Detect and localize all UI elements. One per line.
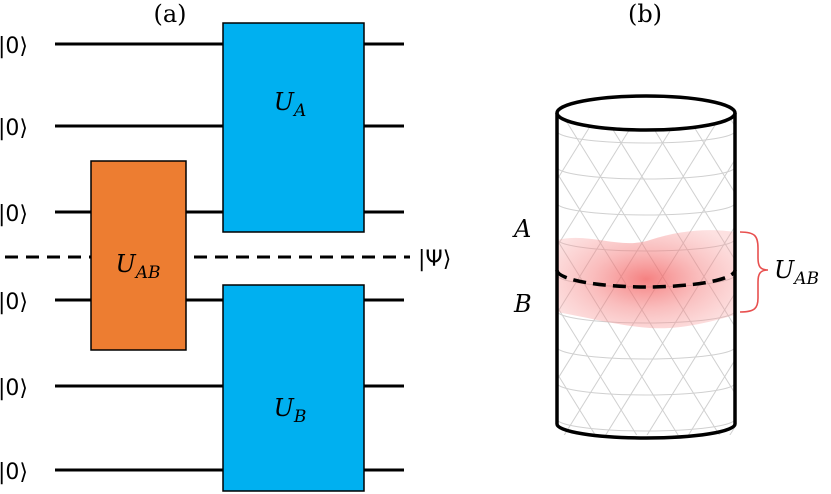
input-state-1: |0⟩ <box>0 34 28 59</box>
lattice-ring <box>557 166 735 180</box>
gate-ua: UA <box>222 22 365 233</box>
panel-a-label: (a) <box>153 0 186 28</box>
cylinder-bottom-rim <box>555 423 737 440</box>
panel-a: (a) |0⟩ |0⟩ |0⟩ |0⟩ |0⟩ |0⟩ |Ψ⟩ UAB <box>0 0 451 492</box>
lattice-ring <box>557 130 735 144</box>
input-state-2: |0⟩ <box>0 116 28 141</box>
lattice-line <box>646 292 735 435</box>
gate-ub-label: UB <box>274 394 307 427</box>
lattice-ring <box>557 346 735 360</box>
lattice-line <box>354 113 557 440</box>
lattice-line <box>684 113 735 194</box>
gate-uab-box <box>90 160 187 351</box>
gate-ub-box <box>222 284 365 492</box>
lattice-line <box>643 113 735 261</box>
gate-ub: UB <box>222 284 365 492</box>
input-state-6: |0⟩ <box>0 460 28 485</box>
panel-b: (b) A B UAB <box>354 0 819 440</box>
lattice-line <box>557 305 638 435</box>
lattice-line <box>687 359 735 435</box>
cylinder <box>555 94 737 440</box>
lattice-ring <box>557 382 735 396</box>
lattice-line <box>557 113 558 114</box>
gate-ua-label: UA <box>274 88 307 121</box>
input-state-5: |0⟩ <box>0 376 28 401</box>
input-states: |0⟩ |0⟩ |0⟩ |0⟩ |0⟩ |0⟩ <box>0 34 28 485</box>
entangling-region <box>557 230 735 329</box>
cylinder-top-rim <box>555 94 737 132</box>
panel-b-label: (b) <box>628 0 662 28</box>
region-a-label: A <box>512 215 531 243</box>
brace-label: UAB <box>774 256 819 289</box>
input-state-4: |0⟩ <box>0 290 28 315</box>
bipartition-cut <box>555 269 737 289</box>
gate-uab: UAB <box>90 160 187 351</box>
lattice-line <box>557 372 596 435</box>
lattice-ring <box>557 418 735 432</box>
lattice-line <box>557 113 599 181</box>
lattice-ring <box>557 202 735 216</box>
gate-uab-label: UAB <box>115 250 160 283</box>
brace <box>739 231 769 313</box>
lattice-line <box>557 113 641 248</box>
gate-ua-box <box>222 22 365 233</box>
input-state-3: |0⟩ <box>0 202 28 227</box>
region-b-label: B <box>513 290 532 318</box>
output-state: |Ψ⟩ <box>418 247 451 272</box>
